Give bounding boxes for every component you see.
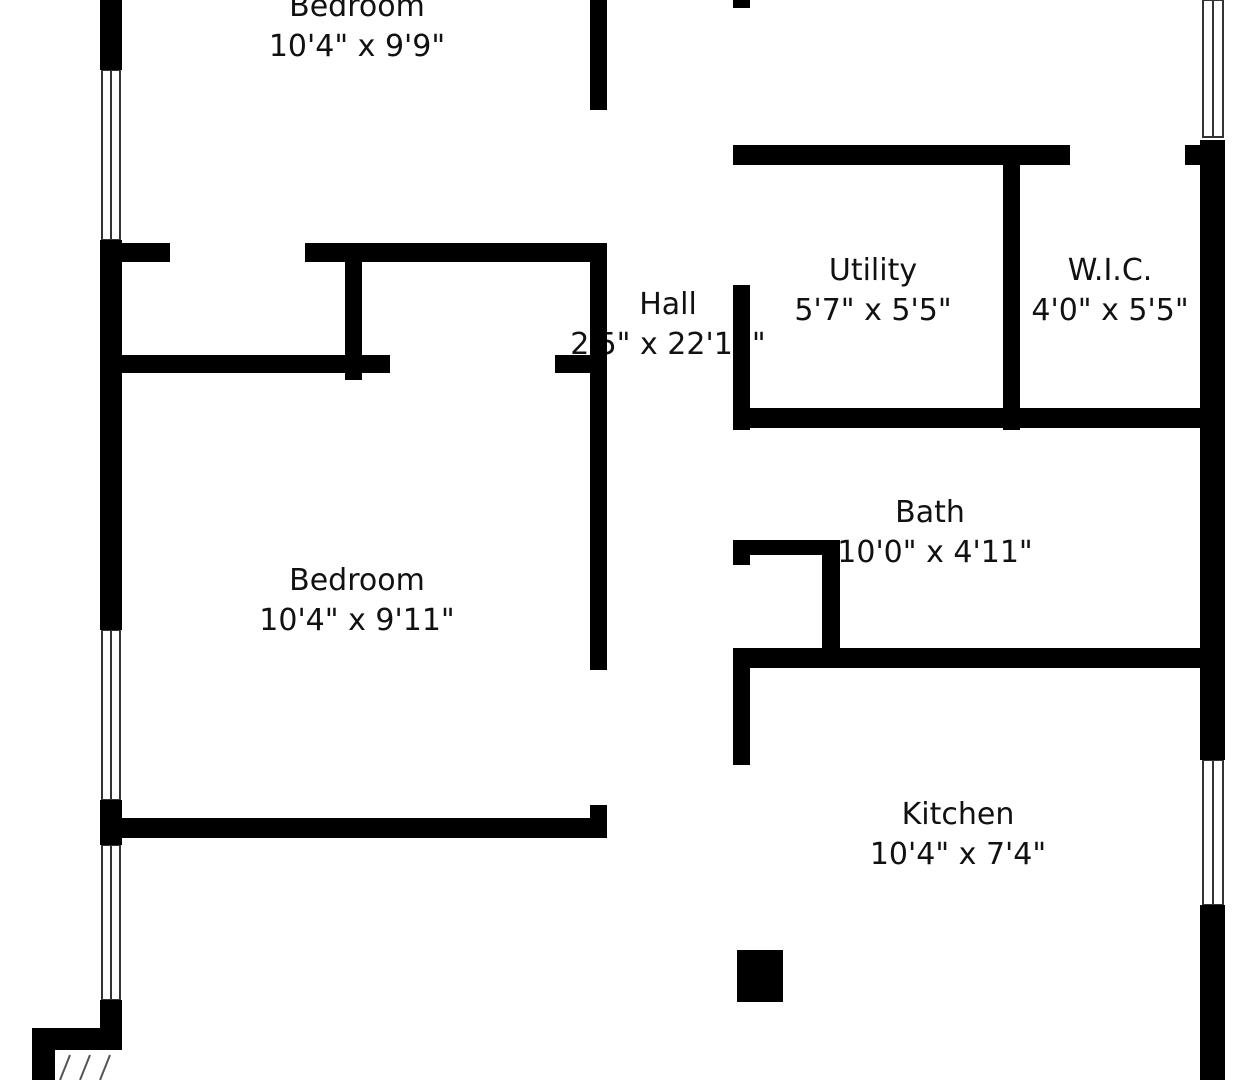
room-dims: 10'4" x 7'4" [870, 837, 1046, 872]
windows [101, 0, 1224, 1001]
room-name: Bath [895, 495, 965, 530]
stair-hatch [59, 1054, 111, 1080]
walls [32, 0, 1225, 1080]
column [737, 950, 783, 1002]
room-dims: 10'0" x 4'11" [837, 535, 1032, 570]
room-name: W.I.C. [1068, 253, 1153, 288]
room-labels: Bedroom 10'4" x 9'9" Hall 2'5" x 22'10" … [259, 0, 1188, 872]
room-name: Bedroom [289, 563, 425, 598]
room-dims: 10'4" x 9'11" [259, 603, 454, 638]
room-name: Kitchen [902, 797, 1015, 832]
room-name: Utility [829, 253, 917, 288]
room-dims: 5'7" x 5'5" [794, 293, 951, 328]
room-dims: 4'0" x 5'5" [1031, 293, 1188, 328]
room-name: Bedroom [289, 0, 425, 24]
room-name: Hall [639, 287, 697, 322]
room-dims: 10'4" x 9'9" [269, 29, 445, 64]
